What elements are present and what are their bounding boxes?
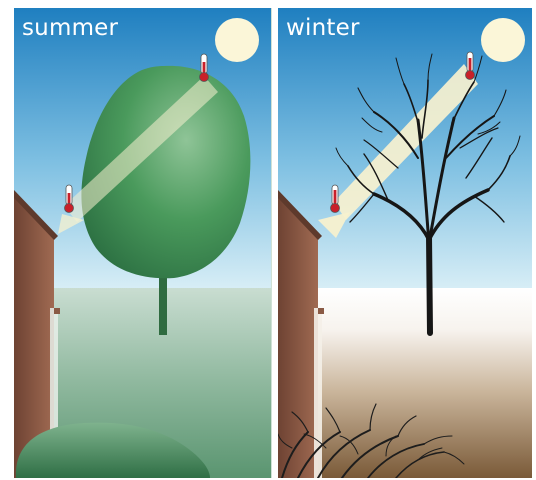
winter-label: winter [286, 17, 360, 40]
sun-icon [481, 18, 525, 62]
summer-scene [14, 8, 272, 478]
house-icon [278, 190, 324, 478]
thermometer-icon [200, 54, 209, 82]
summer-panel: summer [14, 8, 272, 478]
thermometer-icon [466, 52, 475, 80]
summer-label: summer [22, 17, 118, 40]
sun-icon [215, 18, 259, 62]
thermometer-icon [65, 185, 74, 213]
winter-scene [278, 8, 532, 478]
winter-panel: winter [278, 8, 532, 478]
thermometer-icon [331, 185, 340, 213]
